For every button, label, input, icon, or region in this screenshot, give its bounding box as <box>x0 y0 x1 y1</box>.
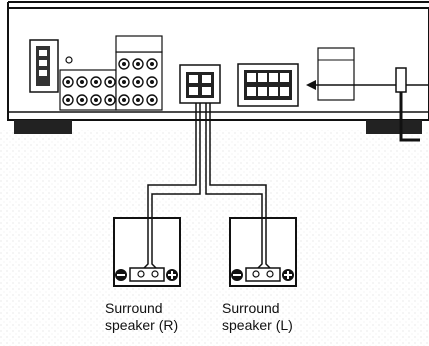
power-cord <box>395 67 420 142</box>
rca-jack-pin <box>136 62 140 66</box>
antenna-terminal <box>29 39 59 93</box>
jack-panel <box>115 35 163 53</box>
plus-icon <box>282 269 294 281</box>
receiver-rear-panel <box>7 1 429 142</box>
rca-jack-pin <box>94 80 98 84</box>
plus-icon <box>166 269 178 281</box>
rca-jack-pin <box>108 98 112 102</box>
receiver-foot-left <box>14 120 72 134</box>
surround-speaker-terminals <box>179 64 221 104</box>
speaker-cables <box>147 103 267 218</box>
speaker-label-right-line1: Surround <box>105 300 163 316</box>
speckle-background <box>0 130 429 346</box>
minus-icon <box>231 269 243 281</box>
speaker-terminal-plate <box>129 267 165 282</box>
front-speaker-terminals <box>237 63 299 107</box>
rca-jack-pin <box>122 80 126 84</box>
rca-jack-pin <box>150 98 154 102</box>
rca-jack-pin <box>94 98 98 102</box>
surround-speaker-left <box>229 217 297 287</box>
ac-outlet <box>317 47 355 101</box>
arrow-left-icon <box>306 80 429 90</box>
rca-jack-pin <box>136 80 140 84</box>
rca-jack-pin <box>108 80 112 84</box>
rca-jack-pin <box>150 80 154 84</box>
speaker-label-left-line2: speaker (L) <box>222 317 293 333</box>
minus-icon <box>115 269 127 281</box>
surround-speaker-right <box>113 217 181 287</box>
ground-screw-icon <box>65 56 73 64</box>
rca-jacks <box>59 35 163 111</box>
speaker-label-right: Surround speaker (R) <box>105 300 178 334</box>
speaker-label-right-line2: speaker (R) <box>105 317 179 333</box>
rca-jack-pin <box>150 62 154 66</box>
rca-jack-pin <box>122 98 126 102</box>
rca-jack-pin <box>136 98 140 102</box>
rca-jack-pin <box>66 98 70 102</box>
rca-jack-pin <box>66 80 70 84</box>
speaker-terminal-plate <box>245 267 281 282</box>
rca-jack-pin <box>80 98 84 102</box>
rca-jack-pin <box>80 80 84 84</box>
rca-jack-pin <box>122 62 126 66</box>
speaker-label-left-line1: Surround <box>222 300 280 316</box>
speaker-label-left: Surround speaker (L) <box>222 300 293 334</box>
receiver-foot-right <box>366 120 422 134</box>
